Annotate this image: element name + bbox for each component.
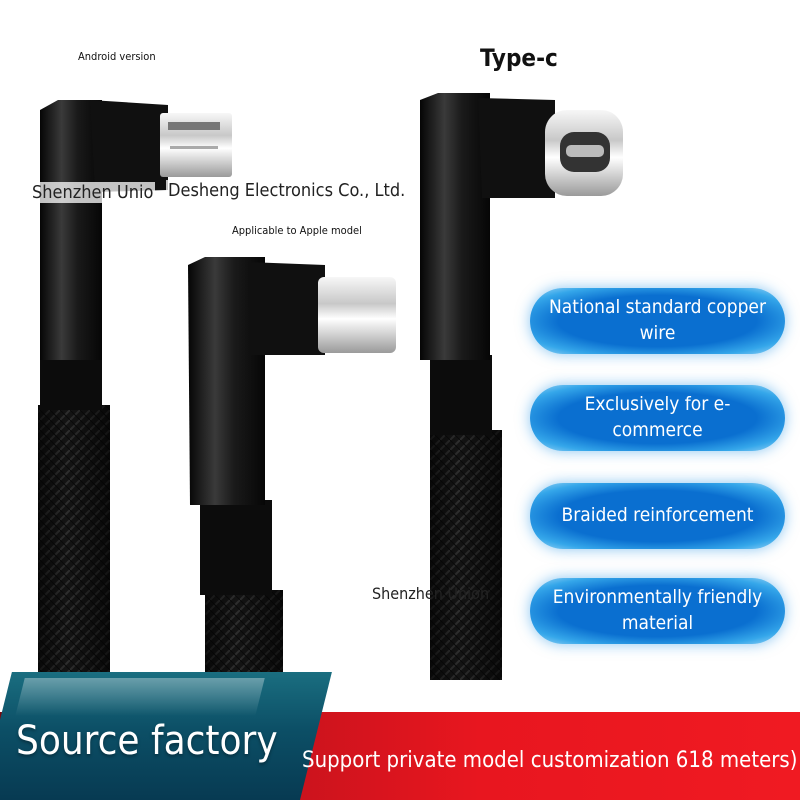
source-factory-text: Source factory [16, 718, 278, 764]
typec-label: Type-c [480, 44, 558, 72]
typec-cable [420, 93, 623, 680]
feature-pill-copper: National standard copper wire [530, 288, 785, 354]
watermark-company-right: Desheng Electronics Co., Ltd. [166, 180, 408, 201]
watermark-company-left: Shenzhen Unio [30, 182, 156, 203]
watermark-company-bottom: Shenzhen Union [372, 584, 490, 603]
support-customization-text: Support private model customization 618 … [302, 748, 798, 773]
banner-shine [15, 678, 265, 716]
bottom-banner [0, 672, 800, 800]
feature-pill-ecommerce: Exclusively for e-commerce [530, 385, 785, 451]
feature-pill-braided: Braided reinforcement [530, 483, 785, 549]
apple-label: Applicable to Apple model [232, 224, 362, 237]
feature-pill-eco: Environmentally friendly material [530, 578, 785, 644]
android-label: Android version [78, 50, 156, 63]
android-cable [38, 100, 232, 680]
apple-cable [188, 257, 396, 680]
